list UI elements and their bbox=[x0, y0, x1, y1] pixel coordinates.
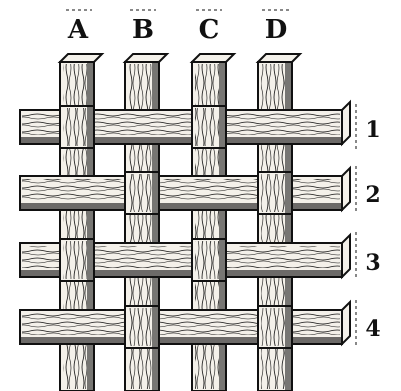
row-label-3: 3 bbox=[365, 250, 380, 276]
crossing-d2 bbox=[258, 172, 292, 214]
crossing-d4 bbox=[258, 306, 292, 348]
crossing-c1 bbox=[192, 106, 226, 148]
crossing-c3 bbox=[192, 239, 226, 281]
crossing-a3 bbox=[60, 239, 94, 281]
crossing-a1 bbox=[60, 106, 94, 148]
row-label-2: 2 bbox=[365, 182, 380, 208]
column-label-d: D bbox=[265, 15, 288, 45]
crossing-b4 bbox=[125, 306, 159, 348]
row-label-4: 4 bbox=[365, 316, 380, 342]
row-label-1: 1 bbox=[365, 117, 380, 143]
row-labels: 1 2 3 4 bbox=[365, 117, 380, 342]
column-labels: A B C D bbox=[67, 15, 287, 45]
crossing-b2 bbox=[125, 172, 159, 214]
column-label-c: C bbox=[199, 15, 220, 45]
weave bbox=[20, 54, 350, 391]
column-label-b: B bbox=[132, 15, 154, 45]
column-label-a: A bbox=[67, 15, 89, 45]
